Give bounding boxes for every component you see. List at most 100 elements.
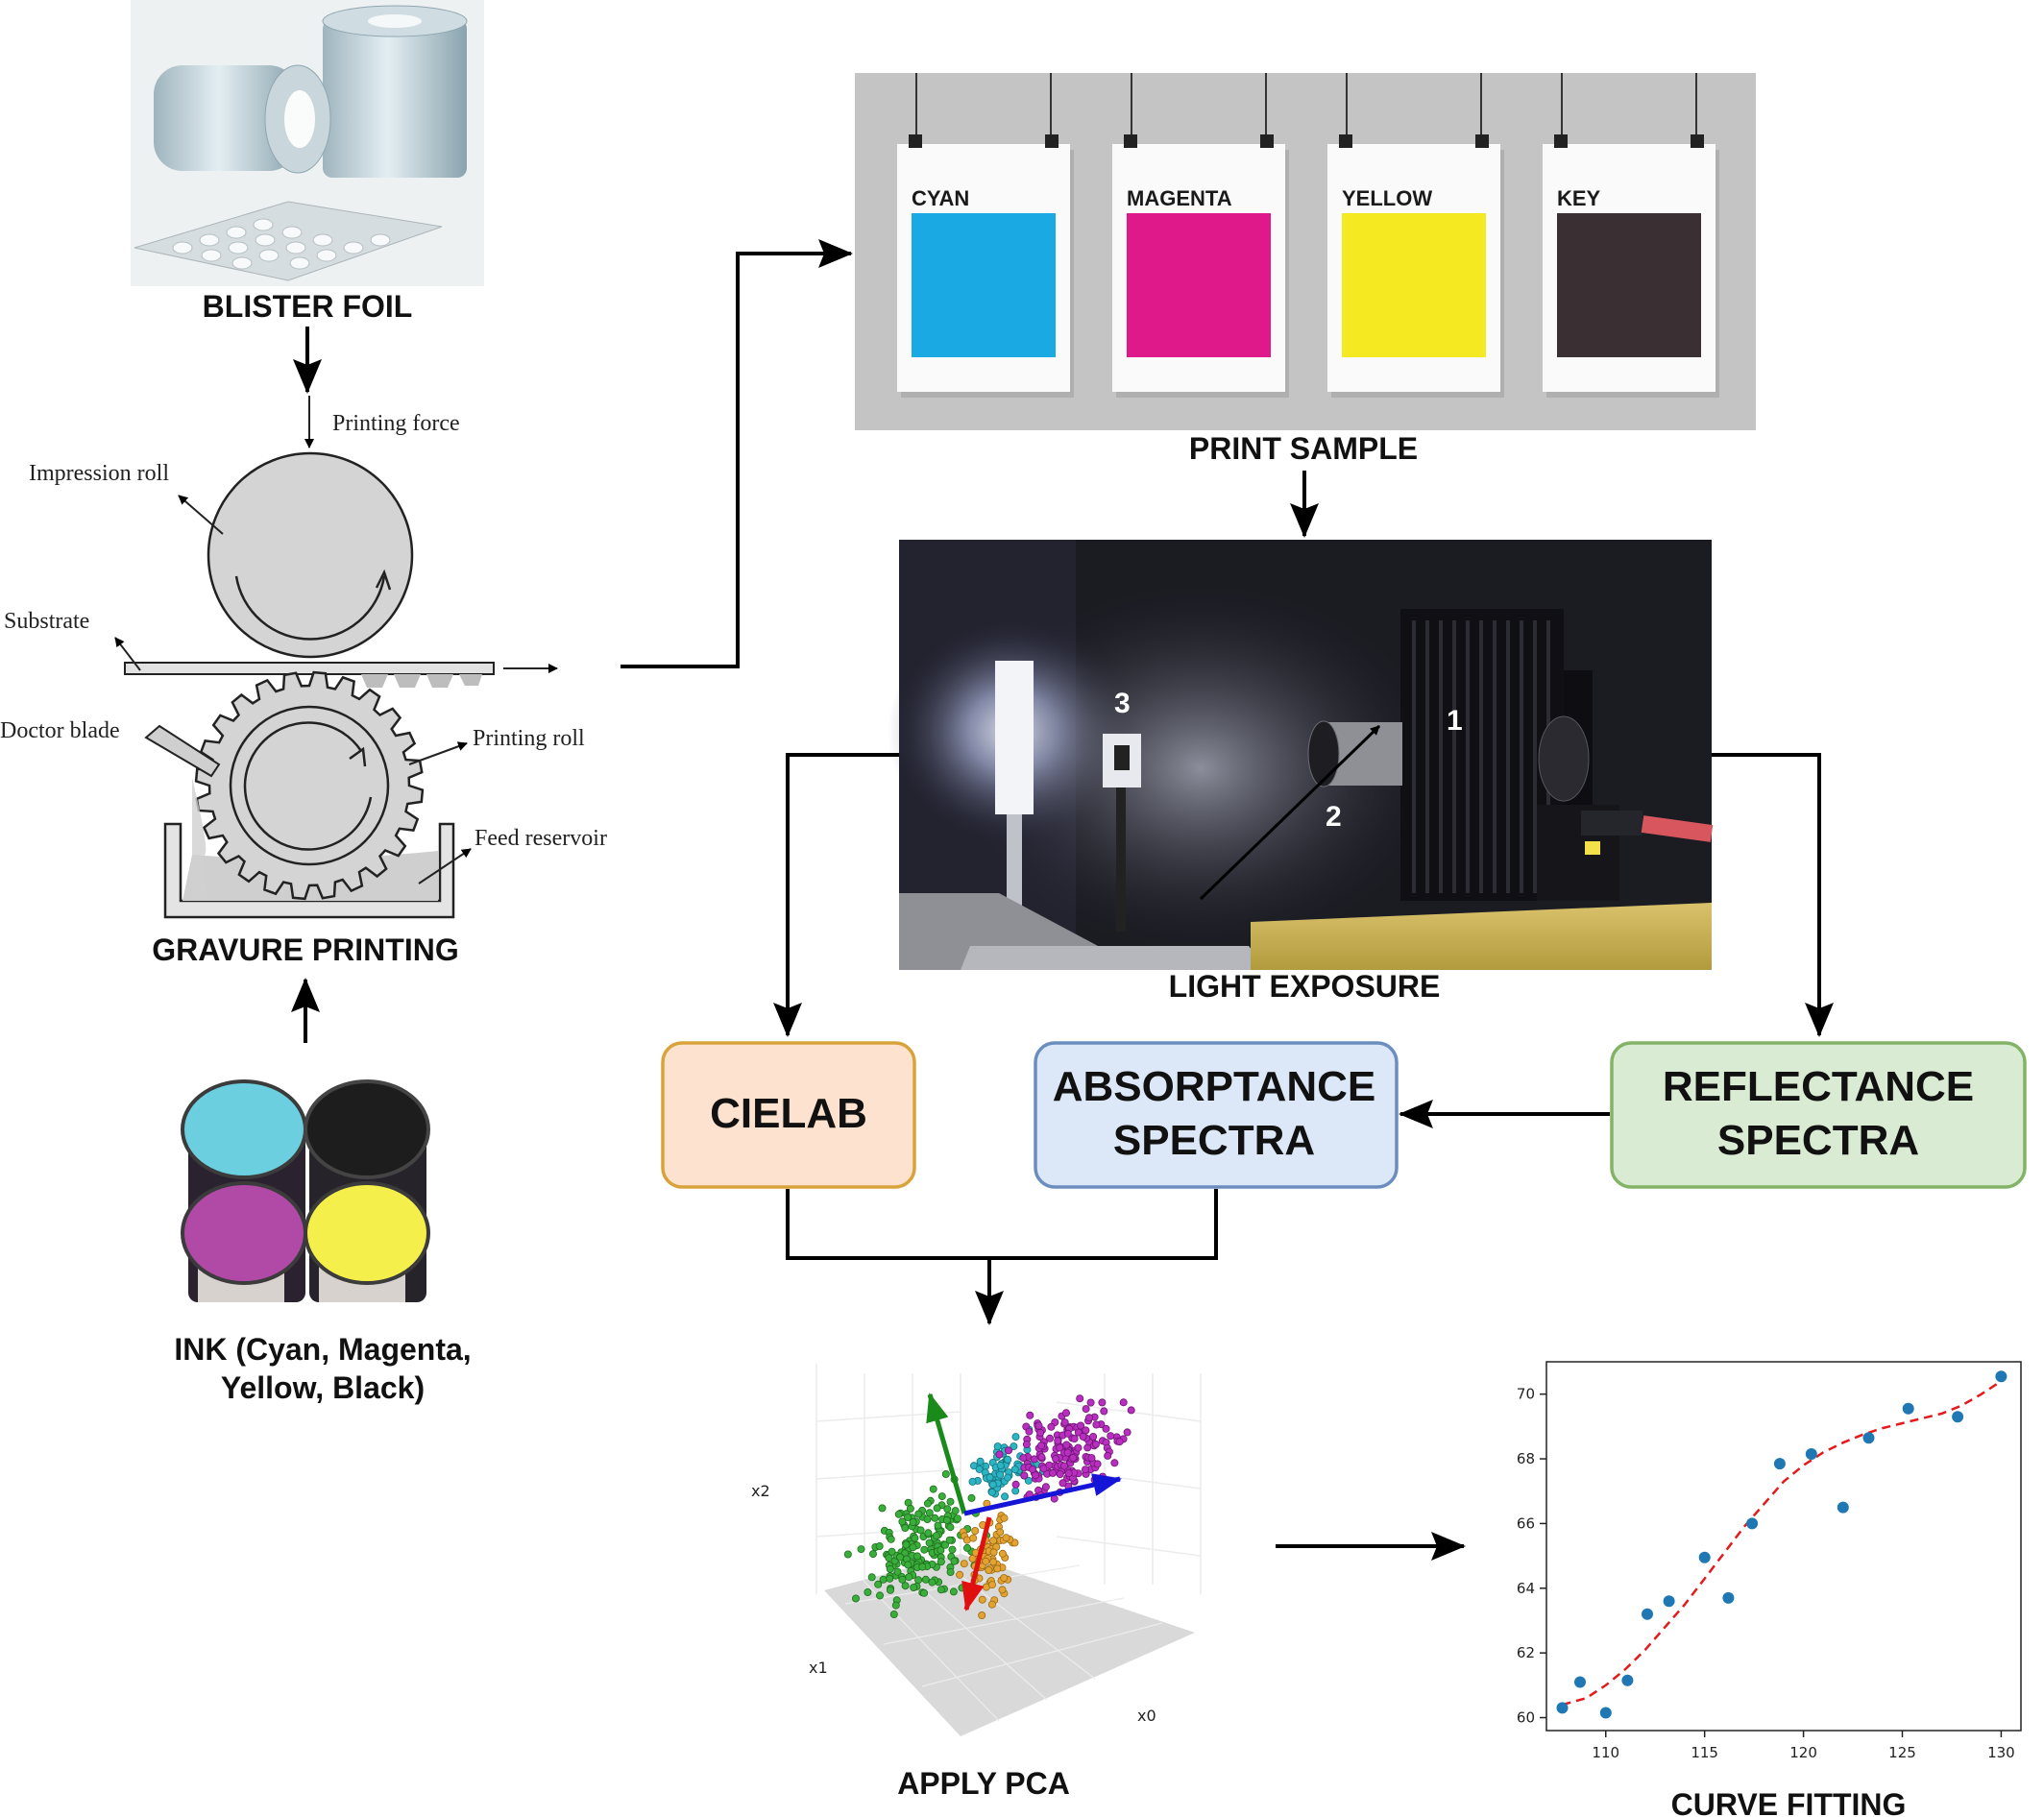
data-point: [1642, 1608, 1653, 1620]
pca-point: [887, 1586, 895, 1594]
marker-1: 1: [1447, 705, 1463, 737]
x-tick-label: 110: [1592, 1744, 1619, 1761]
data-point: [1773, 1458, 1786, 1470]
cielab-box: [661, 1041, 916, 1189]
pca-point: [904, 1561, 912, 1569]
pca-point: [956, 1570, 964, 1579]
pca-point: [1026, 1411, 1034, 1419]
pca-point: [996, 1528, 1005, 1537]
pca-point: [1063, 1448, 1072, 1457]
pca-point: [1058, 1479, 1067, 1488]
pca-point: [1039, 1465, 1048, 1473]
pca-point: [916, 1526, 925, 1535]
fit-line: [1562, 1380, 2003, 1707]
pca-axis-x1: x1: [809, 1659, 828, 1677]
pca-point: [933, 1504, 941, 1513]
pca-point: [1041, 1483, 1050, 1491]
pca-point: [1047, 1422, 1056, 1431]
pca-point: [901, 1524, 910, 1533]
pca-3d-scatter: x2 x1 x0: [751, 1364, 1202, 1736]
print-card-yellow: YELLOW: [1327, 73, 1504, 398]
print-card-swatch: [1127, 213, 1271, 357]
pca-point: [931, 1514, 939, 1522]
blister-foil-image: [131, 0, 484, 286]
marker-3: 3: [1114, 688, 1131, 719]
pca-point: [1004, 1473, 1012, 1482]
substrate: [124, 662, 495, 675]
pca-point: [978, 1595, 986, 1604]
pca-point: [904, 1514, 912, 1522]
reflectance-box: [1610, 1041, 2027, 1189]
pca-point: [960, 1560, 968, 1568]
pca-point: [920, 1545, 929, 1554]
pca-point: [887, 1535, 895, 1543]
pca-point: [963, 1543, 972, 1552]
pca-point: [1100, 1407, 1108, 1416]
ink-cans-image: [181, 1079, 430, 1302]
pca-point: [1070, 1435, 1079, 1443]
blister-foil-label: BLISTER FOIL: [203, 289, 413, 324]
data-point: [1862, 1432, 1875, 1444]
pca-point: [1029, 1466, 1037, 1474]
pca-point: [914, 1510, 923, 1518]
pca-point: [989, 1558, 998, 1566]
pca-point: [1020, 1471, 1029, 1480]
pca-point: [1115, 1438, 1124, 1446]
pca-point: [1086, 1398, 1095, 1407]
pca-point: [878, 1504, 887, 1513]
pca-point: [932, 1532, 940, 1540]
x-tick-label: 120: [1789, 1744, 1817, 1761]
absorptance-label-line1: ABSORPTANCE: [1053, 1063, 1376, 1110]
pca-point: [894, 1510, 903, 1518]
pca-point: [996, 1462, 1005, 1470]
ink-label-line1: INK (Cyan, Magenta,: [174, 1332, 471, 1367]
yellow-ink: [304, 1181, 430, 1285]
pca-point: [998, 1549, 1007, 1558]
cyan-ink: [181, 1079, 307, 1179]
cielab-label: CIELAB: [710, 1090, 867, 1137]
data-point: [1805, 1448, 1817, 1460]
pca-point: [1110, 1459, 1119, 1467]
pca-point: [1019, 1454, 1028, 1463]
pca-point: [953, 1514, 961, 1523]
pca-point: [921, 1575, 930, 1584]
pca-point: [1082, 1426, 1090, 1435]
pca-point: [1056, 1443, 1064, 1452]
pca-point: [1062, 1441, 1071, 1449]
data-point: [1621, 1674, 1634, 1686]
pca-point: [1004, 1455, 1012, 1464]
data-point: [1574, 1676, 1586, 1688]
reflectance-label-line1: REFLECTANCE: [1663, 1063, 1974, 1110]
pca-point: [910, 1584, 918, 1592]
pca-point: [969, 1534, 978, 1542]
pca-point: [1076, 1394, 1084, 1403]
pca-point: [937, 1586, 945, 1594]
pca-point: [886, 1574, 894, 1583]
connector-cielab-absorptance-to-pca: [786, 1189, 1218, 1260]
pca-point: [1093, 1460, 1102, 1468]
y-tick-label: 60: [1517, 1709, 1535, 1727]
pca-point: [993, 1442, 1002, 1451]
light-exposure-label: LIGHT EXPOSURE: [1169, 969, 1441, 1004]
printing-force-label: Printing force: [332, 411, 460, 436]
impression-roll: [207, 451, 414, 659]
pca-point: [937, 1558, 945, 1566]
arrow-gravure-to-print-sample: [620, 239, 853, 668]
pca-point: [1107, 1432, 1115, 1441]
pca-point: [1087, 1454, 1096, 1463]
pca-point: [925, 1509, 934, 1517]
pca-point: [1025, 1427, 1034, 1436]
pca-point: [914, 1576, 923, 1585]
arrow-light-to-cielab: [773, 753, 899, 1037]
data-point: [1902, 1402, 1914, 1415]
pca-point: [958, 1584, 966, 1592]
data-point: [1746, 1517, 1759, 1530]
pca-point: [985, 1566, 993, 1575]
pca-point: [975, 1465, 984, 1473]
light-exposure-image: 3 1 2: [888, 540, 1714, 970]
pca-point: [1074, 1443, 1083, 1452]
marker-2: 2: [1326, 801, 1342, 833]
data-point: [1698, 1551, 1711, 1563]
